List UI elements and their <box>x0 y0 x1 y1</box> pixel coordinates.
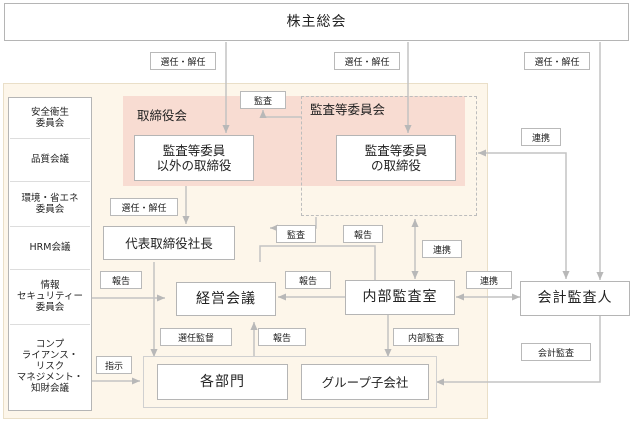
management-meeting: 経営会議 <box>176 282 276 316</box>
audit-committee-title: 監査等委員会 <box>310 102 386 117</box>
label-elect-dismiss-4: 選任・解任 <box>110 198 178 216</box>
internal-audit-office: 内部監査室 <box>345 280 455 315</box>
label-audit-top: 監査 <box>240 91 286 109</box>
label-report-bottom: 報告 <box>258 328 306 346</box>
audit-committee-frame <box>301 96 477 216</box>
label-supervise: 選任監督 <box>160 328 232 346</box>
committee-compliance: コンプ ライアンス・ リスク マネジメント・ 知財会議 <box>16 339 84 394</box>
board-title: 取締役会 <box>137 108 188 123</box>
non-audit-directors: 監査等委員 以外の取締役 <box>134 135 254 181</box>
label-elect-dismiss-1: 選任・解任 <box>150 52 216 70</box>
label-report-left: 報告 <box>100 271 142 289</box>
line-report-mid <box>259 245 376 282</box>
shareholders-meeting: 株主総会 <box>4 3 629 41</box>
label-elect-dismiss-3: 選任・解任 <box>524 52 590 70</box>
label-accounting-audit: 会計監査 <box>521 343 591 361</box>
committee-infosec: 情報 セキュリティー 委員会 <box>10 271 90 325</box>
group-companies: グループ子会社 <box>301 364 429 400</box>
label-cooperation-bottom: 連携 <box>466 271 512 289</box>
line-accounting-audit <box>436 315 601 386</box>
committee-hrm: HRM会議 <box>10 228 90 270</box>
label-report-mid: 報告 <box>343 225 383 243</box>
accounting-auditor: 会計監査人 <box>520 281 630 316</box>
departments: 各部門 <box>157 364 288 400</box>
label-internal-audit: 内部監査 <box>393 328 459 346</box>
committee-quality: 品質会議 <box>10 140 90 182</box>
committee-safety: 安全衛生 委員会 <box>10 99 90 139</box>
audit-directors: 監査等委員 の取締役 <box>336 135 456 181</box>
label-cooperation-top: 連携 <box>521 128 561 146</box>
label-elect-dismiss-2: 選任・解任 <box>334 52 400 70</box>
label-cooperation-mid: 連携 <box>422 240 462 258</box>
line-audit-top <box>259 110 301 119</box>
line-coop-top <box>478 149 570 279</box>
label-instruction: 指示 <box>96 356 132 374</box>
label-audit-mid: 監査 <box>276 225 316 243</box>
label-report-to-meeting: 報告 <box>285 271 331 289</box>
committee-column <box>8 97 92 411</box>
president: 代表取締役社長 <box>103 226 235 260</box>
committee-environment: 環境・省エネ 委員会 <box>10 183 90 227</box>
